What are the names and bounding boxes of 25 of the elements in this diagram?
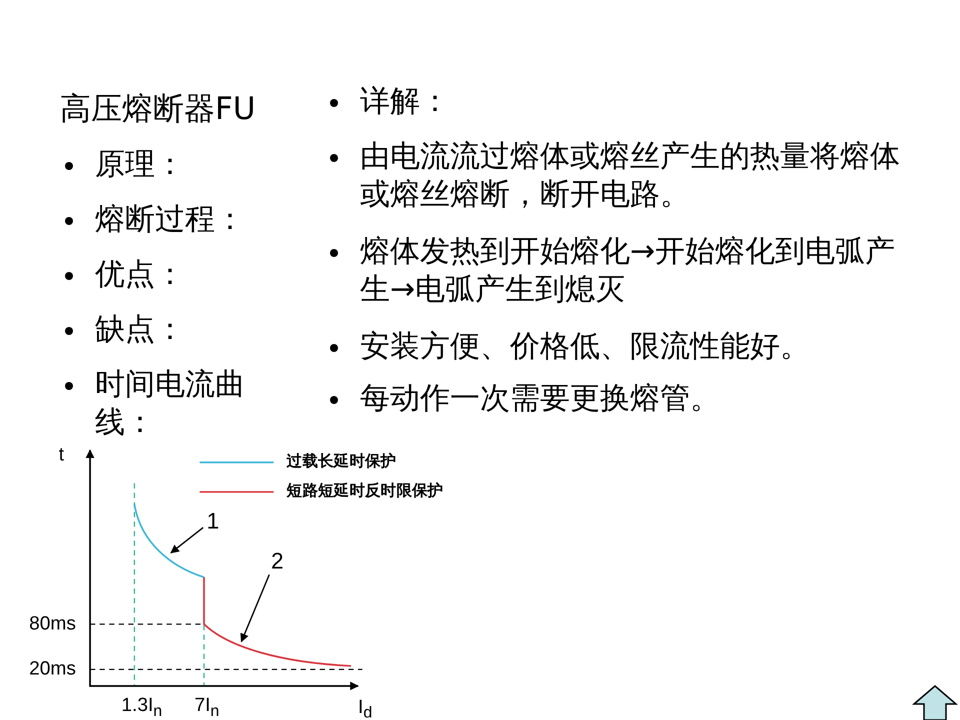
protection-curve: [134, 504, 204, 578]
leader-arrow: [240, 574, 270, 642]
callout-number: 2: [271, 549, 284, 572]
protection-curve: [203, 577, 352, 667]
legend-text: 短路短延时反时限保护: [286, 483, 444, 499]
bullet-text: 安装方便、价格低、限流性能好。: [360, 328, 811, 366]
slide-title: 高压熔断器FU: [60, 90, 256, 129]
leader-arrow: [170, 527, 204, 554]
bullet-text: 时间电流曲线：: [95, 366, 246, 441]
bullet-text: 每动作一次需要更换熔管。: [360, 380, 721, 418]
bullet-text: 详解：: [360, 83, 451, 120]
bullet-text: 缺点：: [95, 311, 186, 348]
tick-label: 1.3I$_{n}$: [121, 696, 162, 719]
bullet-text: 由电流流过熔体或熔丝产生的热量将熔体或熔丝熔断，断开电路。: [360, 138, 901, 213]
axis-label: t: [58, 444, 64, 464]
bullet-text: 熔断过程：: [95, 201, 246, 238]
bullet-text: 优点：: [95, 256, 186, 294]
tick-label: 20ms: [29, 658, 76, 678]
tick-label: 7I$_{n}$: [194, 696, 220, 719]
axis-label: I$_{d}$: [358, 697, 372, 720]
bullet-text: 原理：: [95, 146, 186, 184]
bullet-text: 熔体发热到开始熔化→开始熔化到电弧产生→电弧产生到熄灭: [360, 233, 896, 308]
callout-number: 1: [206, 509, 220, 532]
legend-text: 过载长延时保护: [286, 454, 396, 470]
tick-label: 80ms: [29, 614, 76, 633]
